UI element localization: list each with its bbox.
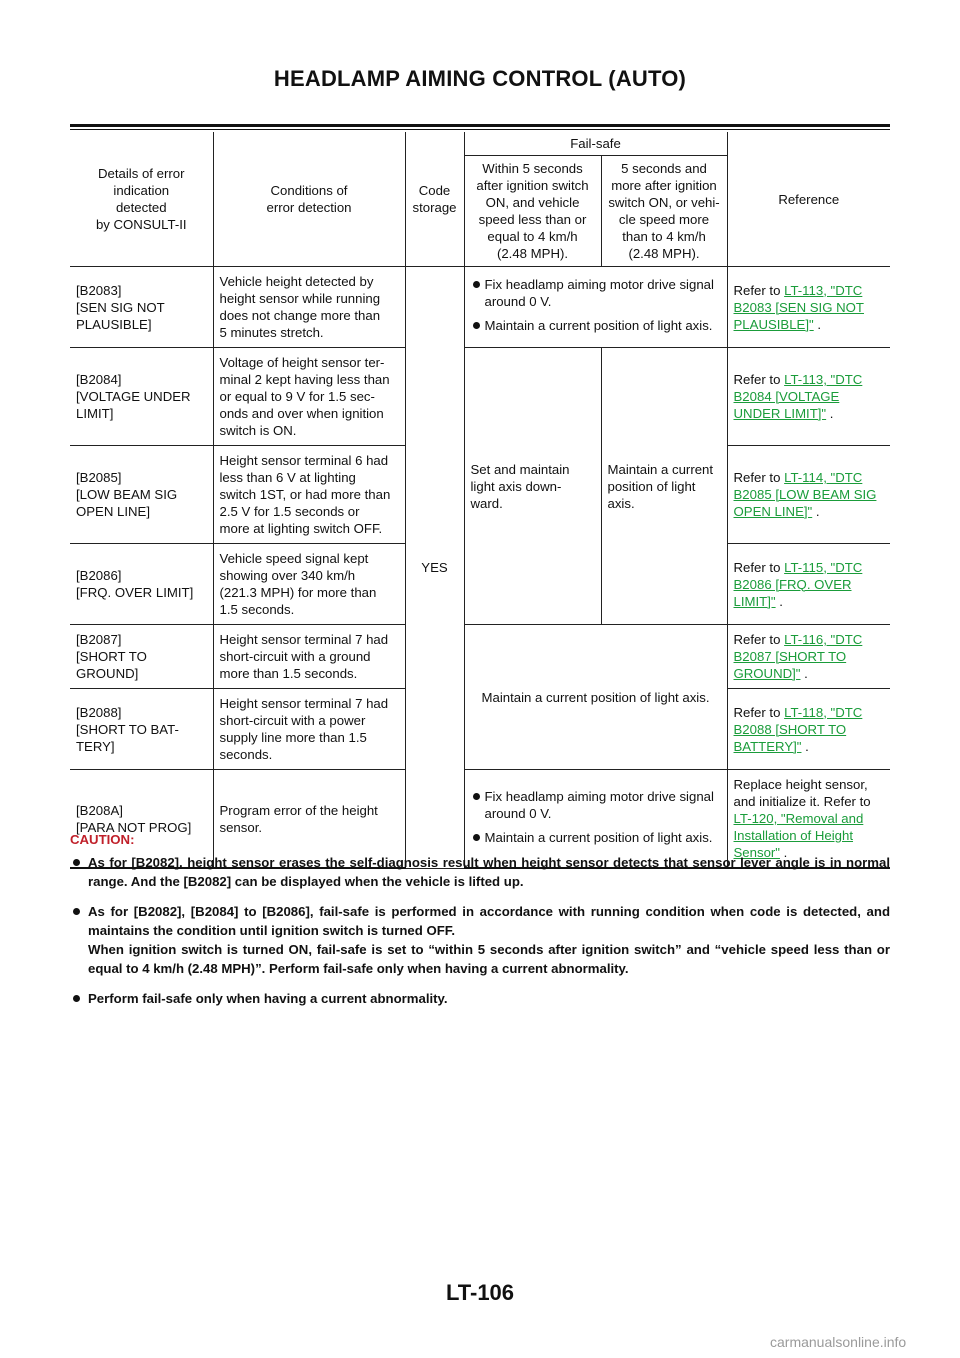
header-rule	[70, 124, 890, 127]
reference-cell: Replace height sensor, and initialize it…	[726, 769, 891, 869]
reference-cell: Refer to LT-113, "DTC B2083 [SEN SIG NOT…	[726, 266, 891, 348]
reference-cell: Refer to LT-115, "DTC B2086 [FRQ. OVER L…	[726, 543, 891, 625]
header-within-5s: Within 5 seconds after ignition switch O…	[464, 155, 602, 267]
table-row: [B2086] [FRQ. OVER LIMIT] Vehicle speed …	[70, 543, 891, 625]
fail-safe-item: Maintain a current position of light axi…	[471, 829, 721, 846]
error-condition: Height sensor terminal 7 had short-circu…	[212, 688, 406, 770]
error-code: [B2083] [SEN SIG NOT PLAUSIBLE]	[70, 266, 214, 348]
error-code: [B2085] [LOW BEAM SIG OPEN LINE]	[70, 445, 214, 544]
caution-section: CAUTION: As for [B2082], height sensor e…	[70, 830, 890, 1019]
error-condition: Height sensor terminal 6 had less than 6…	[212, 445, 406, 544]
error-code: [B2087] [SHORT TO GROUND]	[70, 624, 214, 689]
error-condition: Vehicle speed signal kept showing over 3…	[212, 543, 406, 625]
header-code-storage: Code storage	[404, 132, 465, 267]
caution-item: As for [B2082], [B2084] to [B2086], fail…	[70, 902, 890, 978]
reference-link[interactable]: LT-113, "DTC B2083 [SEN SIG NOT PLAUSIBL…	[733, 282, 864, 332]
table-row: [B2084] [VOLTAGE UNDER LIMIT] Voltage of…	[70, 347, 891, 625]
reference-cell: Refer to LT-114, "DTC B2085 [LOW BEAM SI…	[726, 445, 891, 544]
error-code: [B2088] [SHORT TO BAT- TERY]	[70, 688, 214, 770]
fail-safe-maintain-all: Maintain a current position of light axi…	[463, 624, 728, 770]
error-condition: Program error of the height sensor.	[212, 769, 406, 869]
header-reference: Reference	[726, 132, 891, 267]
fail-safe-item: Maintain a current position of light axi…	[471, 317, 721, 334]
fail-safe-maintain: Maintain a current position of light axi…	[600, 347, 728, 625]
reference-cell: Refer to LT-113, "DTC B2084 [VOLTAGE UND…	[726, 347, 891, 446]
caution-item: As for [B2082], height sensor erases the…	[70, 853, 890, 891]
error-condition: Height sensor terminal 7 had short-circu…	[212, 624, 406, 689]
table-row: [B2083] [SEN SIG NOT PLAUSIBLE] Vehicle …	[70, 266, 891, 869]
reference-link[interactable]: LT-116, "DTC B2087 [SHORT TO GROUND]"	[733, 632, 863, 681]
header-rule-thin	[70, 129, 890, 130]
caution-item: Perform fail-safe only when having a cur…	[70, 989, 890, 1008]
table-row: [B2088] [SHORT TO BAT- TERY] Height sens…	[70, 688, 891, 770]
fail-safe-item: Fix headlamp aiming motor drive signal a…	[471, 276, 721, 310]
reference-link[interactable]: LT-115, "DTC B2086 [FRQ. OVER LIMIT]"	[733, 559, 863, 609]
error-code: [B2084] [VOLTAGE UNDER LIMIT]	[70, 347, 214, 446]
table-row: [B2085] [LOW BEAM SIG OPEN LINE] Height …	[70, 445, 891, 544]
header-fail-safe: Fail-safe	[463, 132, 728, 156]
reference-link[interactable]: LT-120, "Removal and Installation of Hei…	[733, 811, 864, 860]
watermark: carmanualsonline.info	[770, 1334, 907, 1350]
reference-link[interactable]: LT-118, "DTC B2088 [SHORT TO BATTERY]"	[733, 704, 863, 754]
reference-cell: Refer to LT-116, "DTC B2087 [SHORT TO GR…	[726, 624, 891, 689]
header-conditions: Conditions of error detection	[212, 132, 406, 267]
page-number: LT-106	[445, 1280, 515, 1305]
table-row: [B208A] [PARA NOT PROG] Program error of…	[70, 769, 891, 869]
fail-safe-downward: Set and maintain light axis down- ward.	[463, 347, 602, 625]
error-table: Details of error indication detected by …	[70, 132, 891, 869]
reference-cell: Refer to LT-118, "DTC B2088 [SHORT TO BA…	[726, 688, 891, 770]
error-code: [B2086] [FRQ. OVER LIMIT]	[70, 543, 214, 625]
reference-link[interactable]: LT-114, "DTC B2085 [LOW BEAM SIG OPEN LI…	[733, 470, 877, 519]
page-title: HEADLAMP AIMING CONTROL (AUTO)	[273, 66, 687, 91]
error-condition: Vehicle height detected by height sensor…	[212, 266, 406, 348]
table-row: [B2087] [SHORT TO GROUND] Height sensor …	[70, 624, 891, 770]
reference-link[interactable]: LT-113, "DTC B2084 [VOLTAGE UNDER LIMIT]…	[733, 372, 863, 421]
reference-text: Replace height sensor, and initialize it…	[733, 777, 871, 809]
header-details: Details of error indication detected by …	[70, 132, 214, 267]
fail-safe-cell: Fix headlamp aiming motor drive signal a…	[463, 769, 728, 869]
error-condition: Voltage of height sensor ter- minal 2 ke…	[212, 347, 406, 446]
caution-heading: CAUTION:	[70, 832, 135, 847]
code-storage-value: YES	[404, 266, 465, 869]
fail-safe-item: Fix headlamp aiming motor drive signal a…	[471, 788, 721, 822]
fail-safe-cell: Fix headlamp aiming motor drive signal a…	[463, 266, 728, 348]
header-after-5s: 5 seconds and more after ignition switch…	[600, 155, 728, 267]
refer-to-text: Refer to	[733, 282, 781, 298]
